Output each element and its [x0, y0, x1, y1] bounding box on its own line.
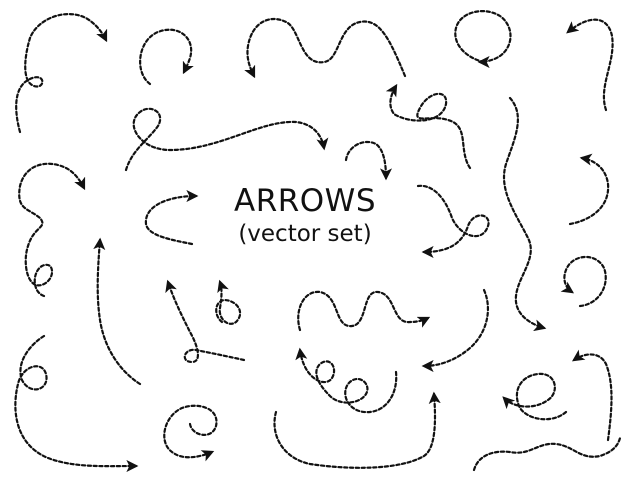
arrow-arc-loop-middle-icon — [124, 107, 329, 172]
arrow-near-title-right-icon — [144, 189, 199, 246]
arrow-double-loop-left-icon — [18, 162, 86, 298]
arrow-top-left-loop-icon — [15, 13, 108, 134]
arrow-hook-right-small-icon — [568, 153, 610, 226]
arrow-top-right-curve-icon — [566, 18, 614, 112]
arrow-small-spiral-icon — [215, 279, 242, 325]
arrow-lower-right-hook-icon — [571, 349, 613, 442]
arrow-curve-left-right-of-title-icon — [416, 184, 490, 259]
arrow-wave-top-middle-icon — [244, 17, 407, 79]
arrow-wave-middle-right-icon — [297, 290, 431, 332]
arrow-lower-left-arc-icon — [14, 334, 139, 473]
title-text: ARROWS — [233, 183, 376, 219]
arrow-long-upward-icon — [93, 237, 142, 386]
arrow-hook-near-title-icon — [344, 140, 393, 181]
arrow-right-middle-spiral-icon — [560, 255, 607, 308]
arrow-bottom-spiral-icon — [163, 404, 218, 462]
subtitle-text: (vector set) — [238, 221, 372, 247]
arrow-diagonal-up-icon — [165, 279, 246, 364]
title-block: ARROWS (vector set) — [200, 186, 410, 246]
arrow-lower-right-loop-icon — [502, 372, 568, 421]
arrow-bottom-up-icon — [273, 391, 441, 469]
arrow-loop-up-right-icon — [385, 83, 472, 170]
arrow-vertical-squiggle-right-icon — [502, 96, 547, 332]
arrow-hook-down-small-icon — [139, 28, 194, 86]
arrow-double-loop-lower-middle-icon — [295, 347, 398, 414]
arrow-bottom-right-curve-icon — [472, 436, 622, 472]
arrow-curve-left-lower-right-icon — [421, 288, 490, 373]
arrow-circle-top-icon — [454, 10, 512, 69]
